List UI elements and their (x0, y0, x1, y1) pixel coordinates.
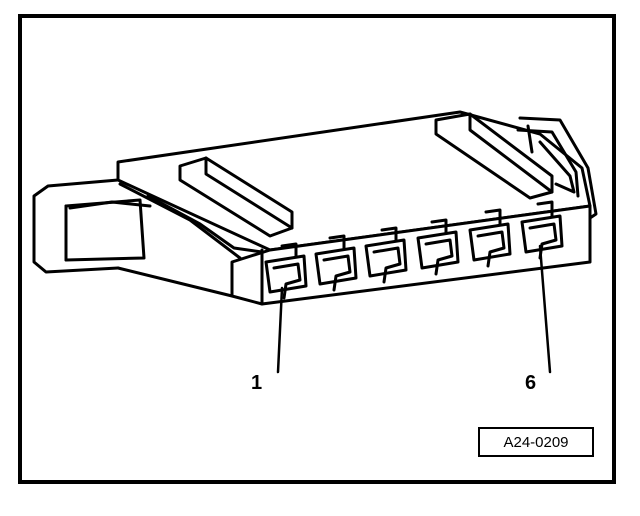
left-mounting-lug (32, 178, 152, 274)
leader-line-1 (276, 286, 284, 374)
reference-code: A24-0209 (503, 433, 569, 451)
terminal-chamber-3 (364, 226, 408, 284)
terminal-chamber-1 (264, 242, 308, 300)
terminal-chamber-2 (314, 234, 358, 292)
reference-code-box: A24-0209 (478, 427, 594, 457)
terminal-chamber-4 (416, 218, 460, 276)
housing-top-surface (116, 110, 592, 260)
callout-label-6: 6 (525, 372, 537, 394)
terminal-chamber-5 (468, 208, 512, 268)
terminal-chambers (264, 200, 564, 300)
callout-label-1: 1 (251, 372, 263, 394)
leader-line-6 (538, 244, 552, 374)
